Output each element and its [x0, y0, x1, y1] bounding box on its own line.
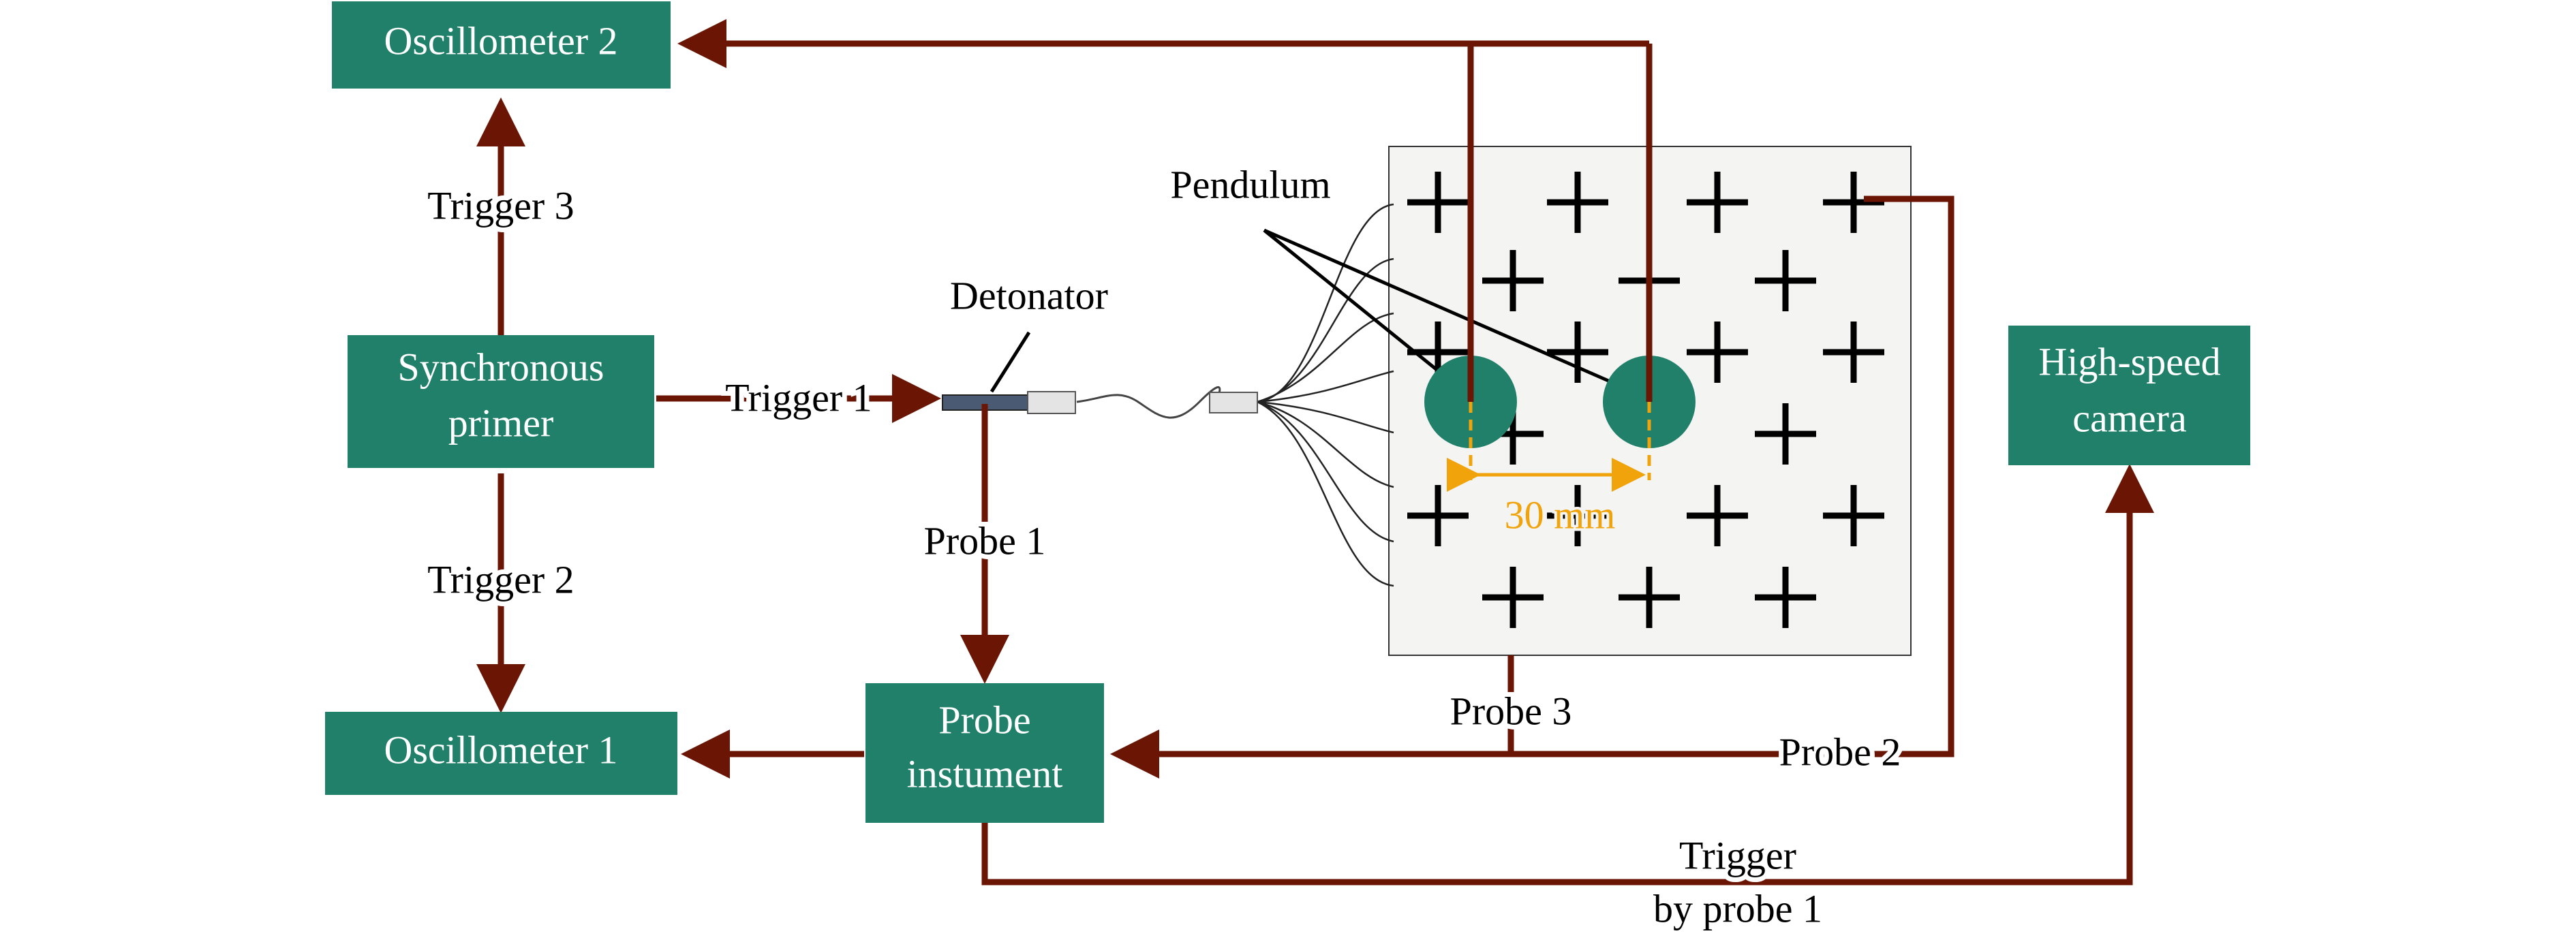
probe-instrument-box: Probe instument: [865, 683, 1104, 823]
pendulum-label: Pendulum: [1170, 162, 1330, 206]
probe-3-label: Probe 3: [1450, 689, 1572, 733]
trigger-by-probe-1-label-2: by probe 1: [1653, 886, 1822, 930]
spacing-dimension: [1447, 402, 1651, 492]
high-speed-camera-label-1: High-speed: [2038, 339, 2220, 383]
arrow-probe-2: [1110, 195, 1954, 779]
signal-wires: [1257, 203, 1394, 587]
oscillometer-2-box: Oscillometer 2: [332, 1, 671, 89]
oscillometer-1-label: Oscillometer 1: [384, 727, 617, 772]
pendulum-wires: [1467, 44, 1653, 402]
arrow-trigger-camera: [981, 464, 2154, 886]
synchronous-primer-box: Synchronous primer: [348, 335, 654, 468]
high-speed-camera-label-2: camera: [2072, 396, 2186, 440]
detonator-cable: [1076, 386, 1221, 419]
pendulum-pointer-right: [1263, 228, 1647, 399]
cross-marks: [1407, 172, 1884, 628]
detonator-cap: [1027, 391, 1076, 414]
synchronous-primer-label-1: Synchronous: [398, 345, 604, 389]
synchronous-primer-label-2: primer: [448, 401, 554, 445]
trigger-1-label: Trigger 1: [725, 375, 872, 420]
oscillometer-2-label: Oscillometer 2: [384, 18, 617, 63]
trigger-2-label: Trigger 2: [427, 557, 574, 601]
high-speed-camera-box: High-speed camera: [2008, 326, 2250, 465]
detonator-label: Detonator: [950, 273, 1108, 317]
probe-instrument-label-1: Probe: [938, 698, 1030, 742]
pendulum-pointer-left: [1263, 229, 1472, 398]
probe-1-label: Probe 1: [924, 518, 1046, 563]
spacing-label: 30 mm: [1505, 492, 1616, 537]
probe-2-label: Probe 2: [1779, 730, 1901, 774]
probe-instrument-label-2: instument: [907, 751, 1063, 796]
trigger-3-label: Trigger 3: [427, 183, 574, 228]
wire-connector: [1209, 392, 1258, 413]
detonator-pointer: [990, 331, 1031, 393]
trigger-by-probe-1-label-1: Trigger: [1679, 833, 1796, 877]
oscillometer-1-box: Oscillometer 1: [325, 712, 677, 795]
